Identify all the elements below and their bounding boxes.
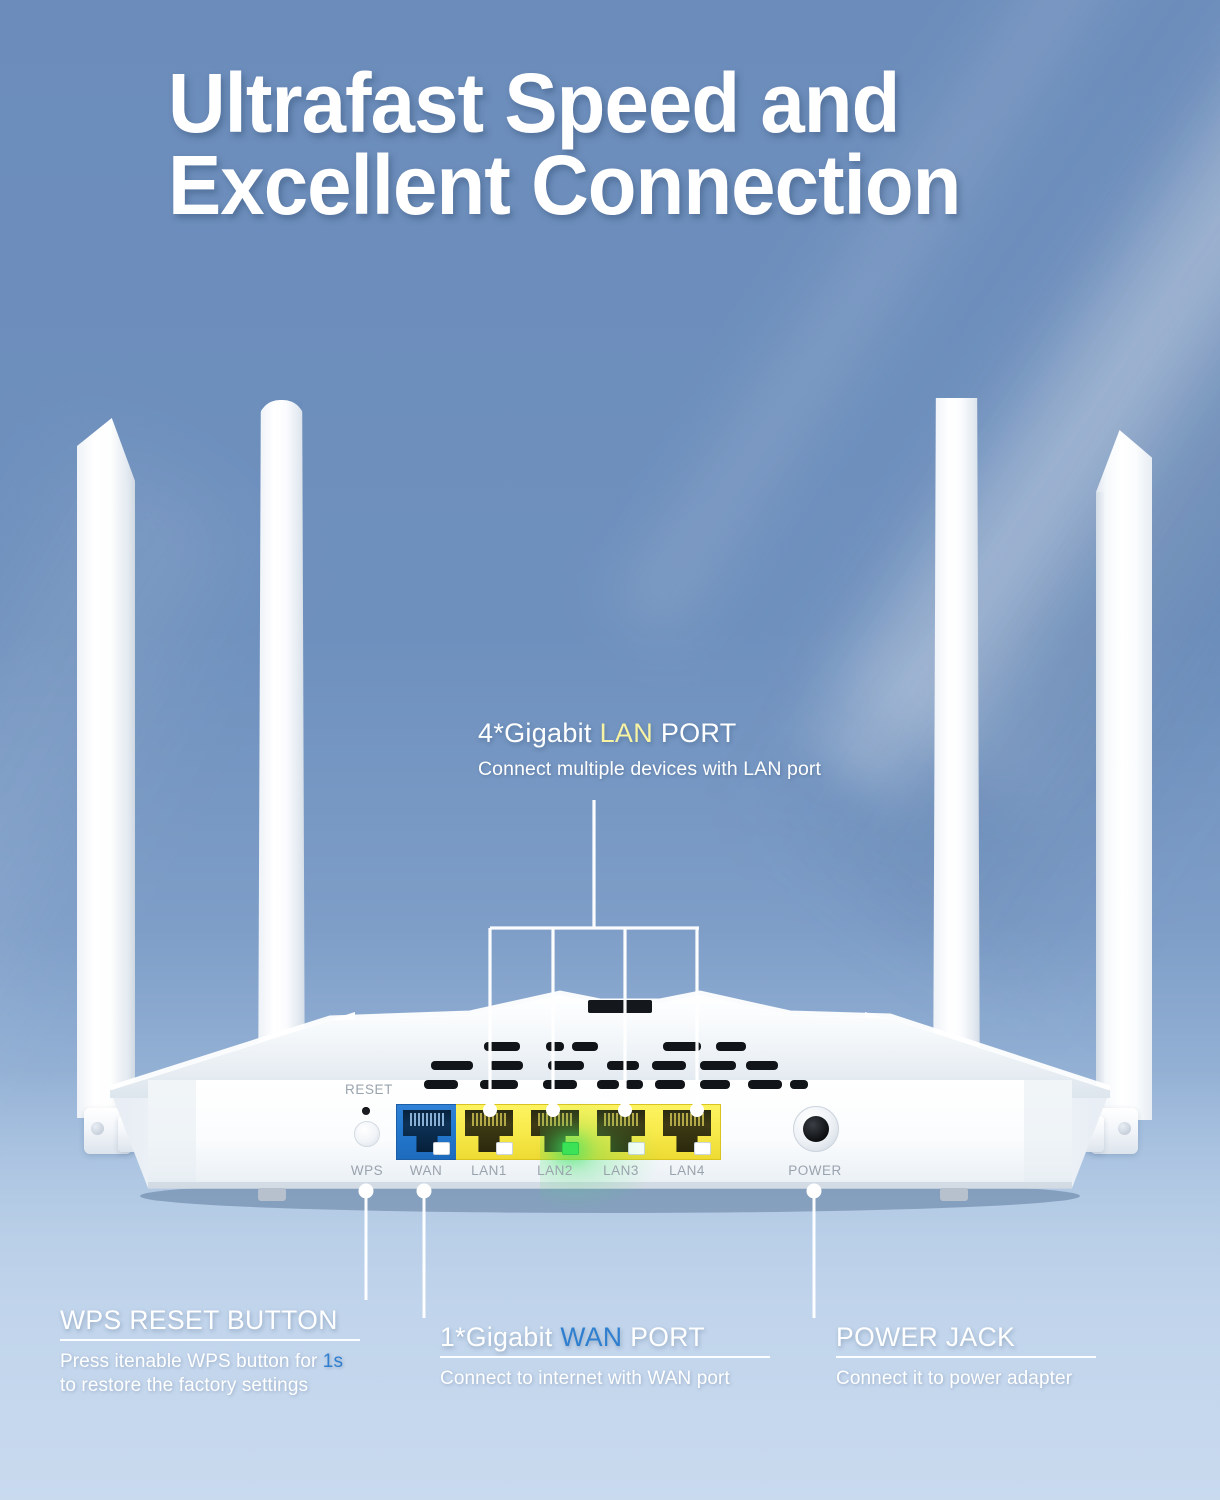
annotation-wan-rule bbox=[440, 1356, 770, 1358]
antenna-3 bbox=[933, 398, 980, 1130]
port-label-wan: WAN bbox=[409, 1163, 443, 1178]
lan-port-4-led bbox=[694, 1142, 711, 1155]
port-label-wps: WPS bbox=[350, 1163, 384, 1178]
annotation-wps-body: Press itenable WPS button for 1s to rest… bbox=[60, 1351, 344, 1397]
annotation-wan-body: Connect to internet with WAN port bbox=[440, 1368, 730, 1389]
port-label-lan2: LAN2 bbox=[537, 1163, 573, 1178]
reset-label: RESET bbox=[345, 1082, 394, 1097]
antenna-2 bbox=[258, 400, 305, 1130]
lan-callout: 4*Gigabit LAN PORT Connect multiple devi… bbox=[478, 718, 898, 781]
annotation-power: POWER JACK Connect it to power adapter bbox=[836, 1322, 1096, 1391]
annotation-wps-rule bbox=[60, 1339, 360, 1341]
lan-callout-subtitle: Connect multiple devices with LAN port bbox=[478, 758, 822, 780]
lan-port-group bbox=[456, 1104, 721, 1160]
annotation-power-title: POWER JACK bbox=[836, 1322, 1016, 1352]
port-label-lan3: LAN3 bbox=[603, 1163, 639, 1178]
wan-port-led bbox=[433, 1142, 450, 1155]
antenna-4 bbox=[1096, 430, 1152, 1120]
annotation-wps-title: WPS RESET BUTTON bbox=[60, 1305, 338, 1335]
annotation-wan: 1*Gigabit WAN PORT Connect to internet w… bbox=[440, 1322, 770, 1391]
lan-callout-title: 4*Gigabit LAN PORT bbox=[478, 718, 737, 748]
antenna-4-hinge bbox=[1082, 1108, 1138, 1166]
lan-port-3-led bbox=[628, 1142, 645, 1155]
reset-pinhole[interactable] bbox=[362, 1107, 370, 1115]
antenna-2-hinge bbox=[252, 1120, 310, 1180]
lan-port-1-led bbox=[496, 1142, 513, 1155]
wan-port[interactable] bbox=[396, 1104, 458, 1160]
antenna-1 bbox=[77, 418, 135, 1118]
lan-port-2-led bbox=[562, 1142, 579, 1155]
port-label-lan1: LAN1 bbox=[471, 1163, 507, 1178]
port-label-lan4: LAN4 bbox=[669, 1163, 705, 1178]
annotation-wan-title: 1*Gigabit WAN PORT bbox=[440, 1322, 705, 1352]
power-jack[interactable] bbox=[793, 1106, 839, 1152]
port-label-power: POWER bbox=[788, 1163, 842, 1178]
annotation-power-rule bbox=[836, 1356, 1096, 1358]
annotation-power-body: Connect it to power adapter bbox=[836, 1368, 1073, 1389]
wps-button[interactable] bbox=[354, 1121, 380, 1147]
antenna-3-hinge bbox=[928, 1120, 986, 1180]
annotation-wps: WPS RESET BUTTON Press itenable WPS butt… bbox=[60, 1305, 360, 1399]
lan-port-4[interactable] bbox=[663, 1110, 711, 1152]
antenna-1-hinge bbox=[84, 1108, 140, 1166]
page-title: Ultrafast Speed and Excellent Connection bbox=[168, 56, 961, 233]
